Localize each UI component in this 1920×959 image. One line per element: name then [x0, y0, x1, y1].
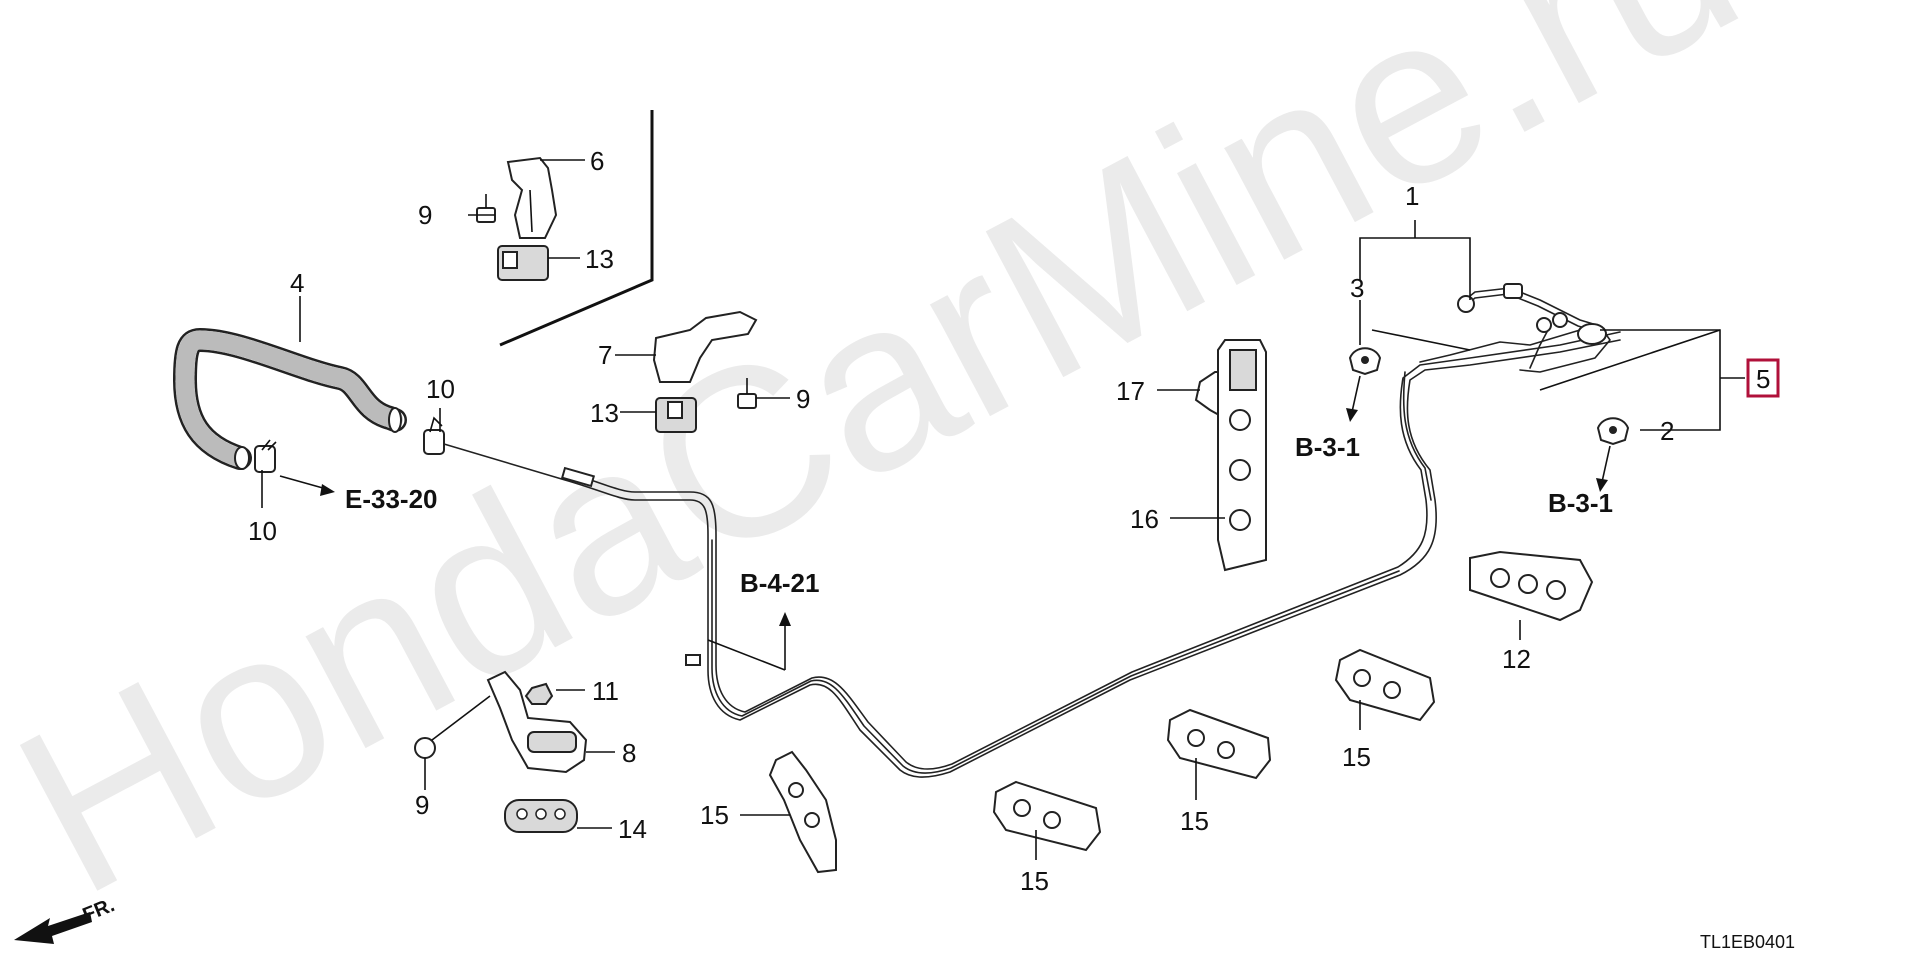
part-label-5[interactable]: 5 [1756, 364, 1770, 394]
bolt-9 [737, 378, 757, 409]
part-label-10: 10 [426, 374, 455, 404]
fuel-hose [173, 328, 407, 470]
rubber-mount-13 [497, 245, 549, 281]
diagram-code: TL1EB0401 [1700, 932, 1795, 952]
rubber-mount-13 [655, 397, 697, 433]
part-label-10: 10 [248, 516, 277, 546]
part-label-12: 12 [1502, 644, 1531, 674]
bracket-6 [506, 156, 558, 239]
pipe-clip-15 [1166, 708, 1272, 780]
bracket-7 [652, 310, 758, 383]
part-label-6: 6 [590, 146, 604, 176]
grommet-14 [504, 799, 578, 833]
part-label-2: 2 [1660, 416, 1674, 446]
pipe-clip-15 [992, 780, 1102, 852]
pipe-clip-15 [768, 750, 837, 874]
pipe-clip-15 [1334, 648, 1436, 722]
part-label-17: 17 [1116, 376, 1145, 406]
part-label-16: 16 [1130, 504, 1159, 534]
part-label-4: 4 [290, 268, 304, 298]
part-label-14: 14 [618, 814, 647, 844]
pipe-clip-12 [1469, 550, 1594, 622]
part-label-15: 15 [1020, 866, 1049, 896]
part-label-3: 3 [1350, 273, 1364, 303]
fuel-pipe-assembly [443, 324, 1621, 778]
part-label-9: 9 [418, 200, 432, 230]
highlighted-part-box[interactable] [1746, 358, 1780, 398]
bolt-9 [476, 194, 496, 223]
part-label-13: 13 [590, 398, 619, 428]
reference-e-33-20[interactable]: E-33-20 [345, 484, 438, 514]
pipe-clip [1348, 347, 1382, 376]
part-label-9: 9 [796, 384, 810, 414]
pipe-clip-16 [1217, 339, 1267, 572]
part-label-11: 11 [592, 676, 619, 706]
part-label-7: 7 [598, 340, 612, 370]
reference-b-3-1[interactable]: B-3-1 [1295, 432, 1360, 462]
pipe-clip [1596, 417, 1630, 446]
reference-b-4-21[interactable]: B-4-21 [740, 568, 819, 598]
part-label-13: 13 [585, 244, 614, 274]
part-label-8: 8 [622, 738, 636, 768]
hose-clamp [423, 416, 445, 455]
section-divider [499, 110, 654, 347]
bracket-8 [486, 670, 588, 774]
nut-11 [524, 682, 554, 705]
part-label-9: 9 [415, 790, 429, 820]
part-label-15: 15 [700, 800, 729, 830]
part-label-15: 15 [1180, 806, 1209, 836]
reference-b-3-1[interactable]: B-3-1 [1548, 488, 1613, 518]
hose-clamp [254, 439, 277, 473]
part-label-1: 1 [1405, 181, 1419, 211]
fuel-pipe-connectors [1457, 283, 1611, 373]
part-label-15: 15 [1342, 742, 1371, 772]
